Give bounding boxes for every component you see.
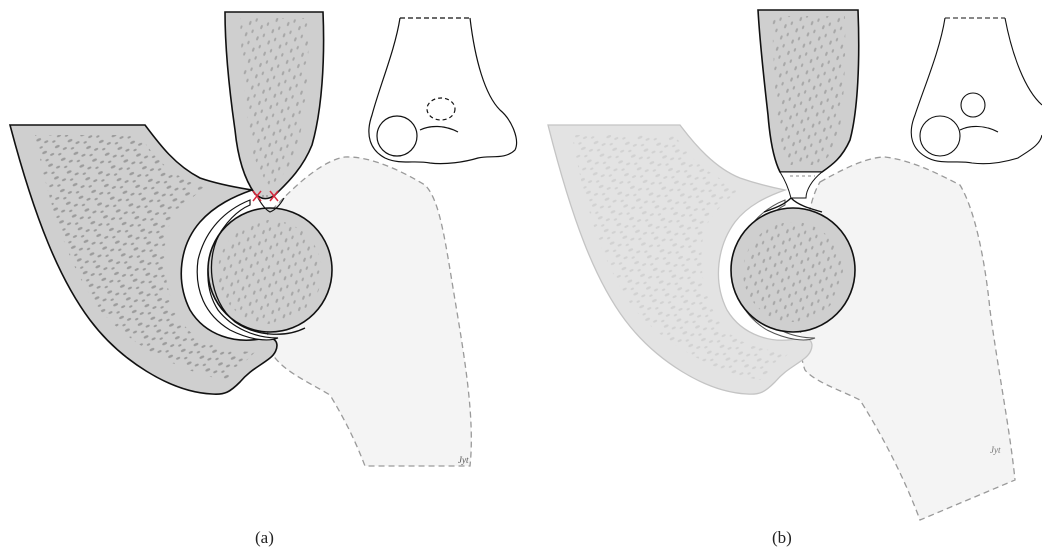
femoral-head-trabecular-b (743, 222, 843, 322)
soft-tissue-outline-b (801, 157, 1015, 520)
panel-b: Jyt (548, 10, 1042, 520)
panel-label-b: (b) (772, 528, 792, 548)
artist-signature-a: Jyt (458, 455, 469, 465)
femoral-head-trabecular-a (218, 220, 322, 324)
artist-signature-b: Jyt (990, 445, 1001, 455)
panel-a: Jyt (10, 12, 517, 466)
femoral-neck-trabecular-b (772, 16, 845, 165)
inset-sketch-a (369, 18, 517, 164)
inset-sketch-b (911, 18, 1042, 164)
panel-label-a: (a) (255, 528, 274, 548)
